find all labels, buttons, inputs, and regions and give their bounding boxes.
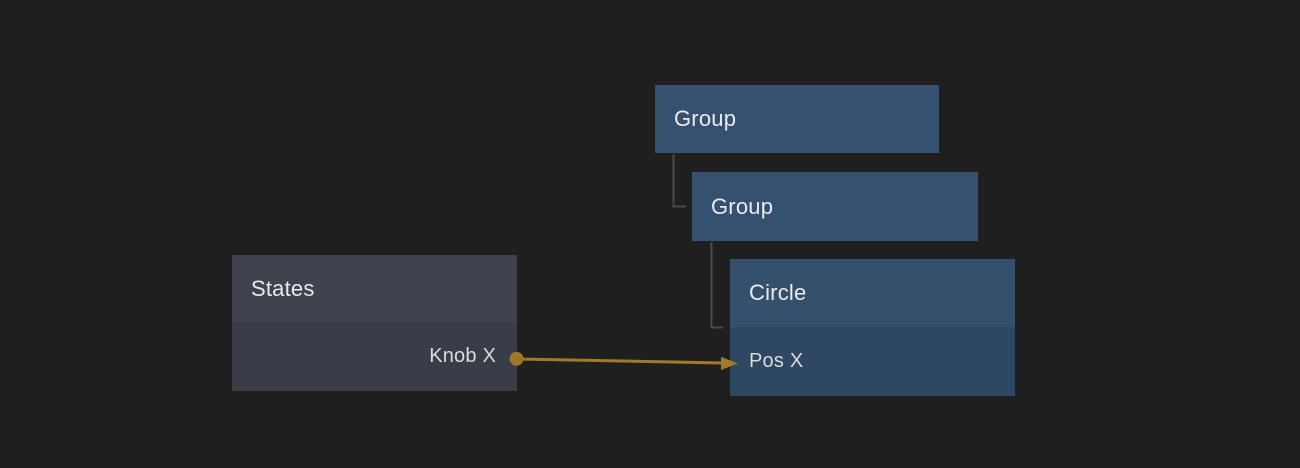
port-row-knob-x[interactable]: Knob X — [232, 322, 517, 391]
node-circle-header[interactable]: Circle — [730, 259, 1015, 327]
node-title: Group — [674, 106, 737, 131]
node-group-2-header[interactable]: Group — [692, 172, 978, 241]
node-title: Circle — [749, 280, 807, 305]
node-states[interactable]: States Knob X — [232, 255, 517, 391]
node-group-1-header[interactable]: Group — [655, 85, 939, 153]
node-group-1[interactable]: Group — [655, 85, 939, 153]
wire-line[interactable] — [516, 357, 724, 365]
tree-connector-group2-circle — [710, 242, 723, 329]
node-circle[interactable]: Circle Pos X — [730, 259, 1015, 396]
node-states-header[interactable]: States — [232, 255, 517, 322]
node-group-2[interactable]: Group — [692, 172, 978, 241]
node-title: States — [251, 275, 315, 301]
connection-wire-knobx-posx[interactable] — [509, 351, 739, 370]
tree-connector-group1-group2 — [672, 154, 686, 208]
output-port-label: Knob X — [429, 345, 496, 367]
node-title: Group — [711, 193, 774, 219]
port-row-pos-x[interactable]: Pos X — [730, 327, 1015, 396]
input-port-label: Pos X — [749, 350, 804, 372]
